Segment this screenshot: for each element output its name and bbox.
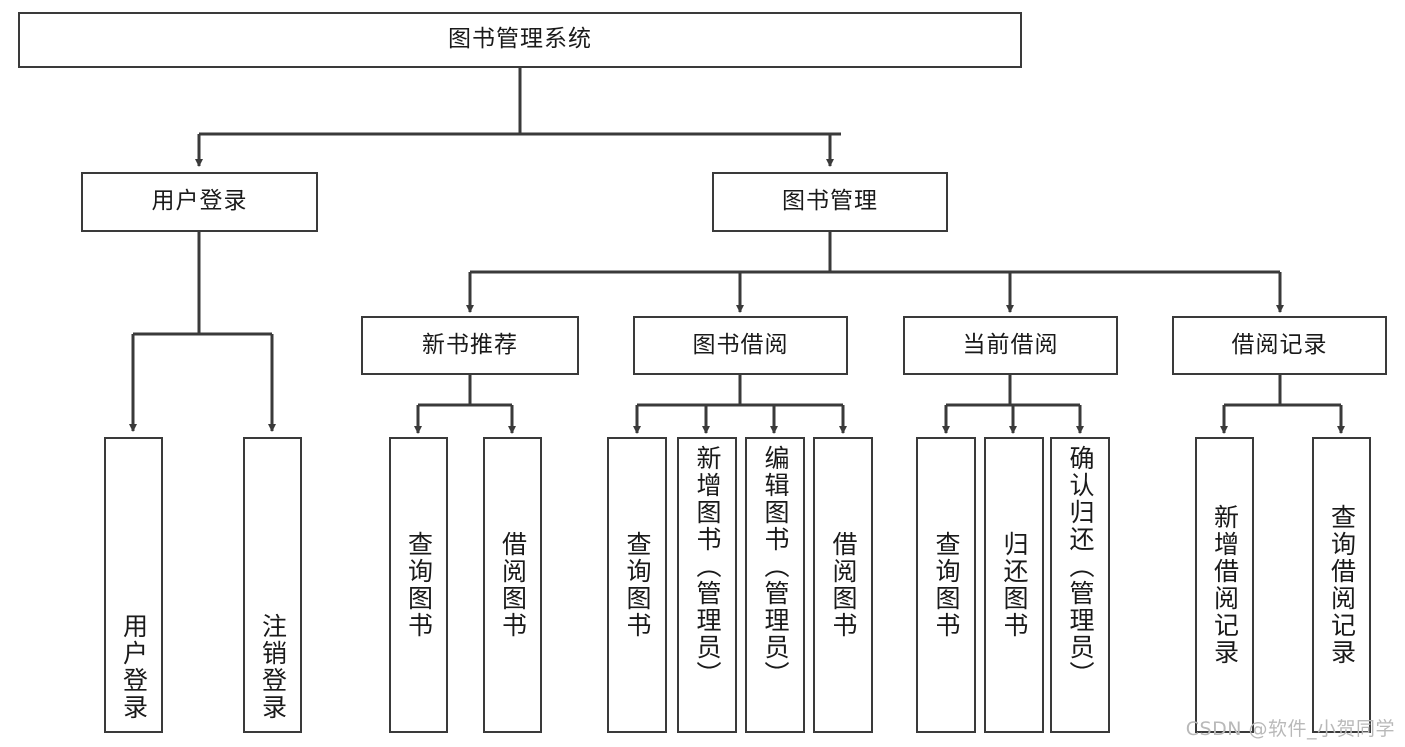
node-current-borrow-label: 当前借阅 <box>962 331 1059 358</box>
leaf-book-borrow-borrow[interactable]: 借阅图书 <box>813 437 873 733</box>
node-borrow-record[interactable]: 借阅记录 <box>1172 316 1387 375</box>
leaf-user-login-signout-label: 注销登录 <box>258 613 288 721</box>
leaf-current-borrow-query[interactable]: 查询图书 <box>916 437 976 733</box>
node-new-book-recommend[interactable]: 新书推荐 <box>361 316 579 375</box>
leaf-book-borrow-borrow-label: 借阅图书 <box>829 531 858 639</box>
node-borrow-record-label: 借阅记录 <box>1231 331 1328 358</box>
leaf-new-book-query[interactable]: 查询图书 <box>389 437 448 733</box>
leaf-current-borrow-confirm[interactable]: 确认归还（管理员） <box>1050 437 1110 733</box>
node-current-borrow[interactable]: 当前借阅 <box>903 316 1118 375</box>
leaf-book-borrow-query[interactable]: 查询图书 <box>607 437 667 733</box>
leaf-current-borrow-return[interactable]: 归还图书 <box>984 437 1044 733</box>
leaf-current-borrow-return-label: 归还图书 <box>1000 531 1029 639</box>
node-book-manage[interactable]: 图书管理 <box>712 172 948 232</box>
leaf-borrow-record-add[interactable]: 新增借阅记录 <box>1195 437 1254 733</box>
leaf-book-borrow-add[interactable]: 新增图书（管理员） <box>677 437 737 733</box>
node-user-login[interactable]: 用户登录 <box>81 172 318 232</box>
node-root-system-label: 图书管理系统 <box>448 26 592 53</box>
watermark: CSDN @软件_小贺同学 <box>1185 718 1395 740</box>
leaf-book-borrow-add-label: 新增图书（管理员） <box>693 445 722 688</box>
leaf-borrow-record-add-label: 新增借阅记录 <box>1210 504 1240 666</box>
node-user-login-label: 用户登录 <box>151 188 248 215</box>
leaf-book-borrow-edit[interactable]: 编辑图书（管理员） <box>745 437 805 733</box>
node-book-borrow-label: 图书借阅 <box>692 331 789 358</box>
leaf-new-book-borrow[interactable]: 借阅图书 <box>483 437 542 733</box>
leaf-user-login-signin[interactable]: 用户登录 <box>104 437 163 733</box>
leaf-borrow-record-query-label: 查询借阅记录 <box>1327 504 1357 666</box>
node-new-book-recommend-label: 新书推荐 <box>422 331 518 358</box>
leaf-user-login-signout[interactable]: 注销登录 <box>243 437 302 733</box>
leaf-new-book-borrow-label: 借阅图书 <box>498 531 528 639</box>
leaf-current-borrow-confirm-label: 确认归还（管理员） <box>1066 445 1095 688</box>
leaf-borrow-record-query[interactable]: 查询借阅记录 <box>1312 437 1371 733</box>
node-book-manage-label: 图书管理 <box>782 188 878 215</box>
leaf-current-borrow-query-label: 查询图书 <box>932 531 961 639</box>
leaf-user-login-signin-label: 用户登录 <box>119 613 149 721</box>
node-book-borrow[interactable]: 图书借阅 <box>633 316 848 375</box>
leaf-book-borrow-query-label: 查询图书 <box>623 531 652 639</box>
leaf-book-borrow-edit-label: 编辑图书（管理员） <box>761 445 790 688</box>
leaf-new-book-query-label: 查询图书 <box>404 531 434 639</box>
node-root-system[interactable]: 图书管理系统 <box>18 12 1022 68</box>
